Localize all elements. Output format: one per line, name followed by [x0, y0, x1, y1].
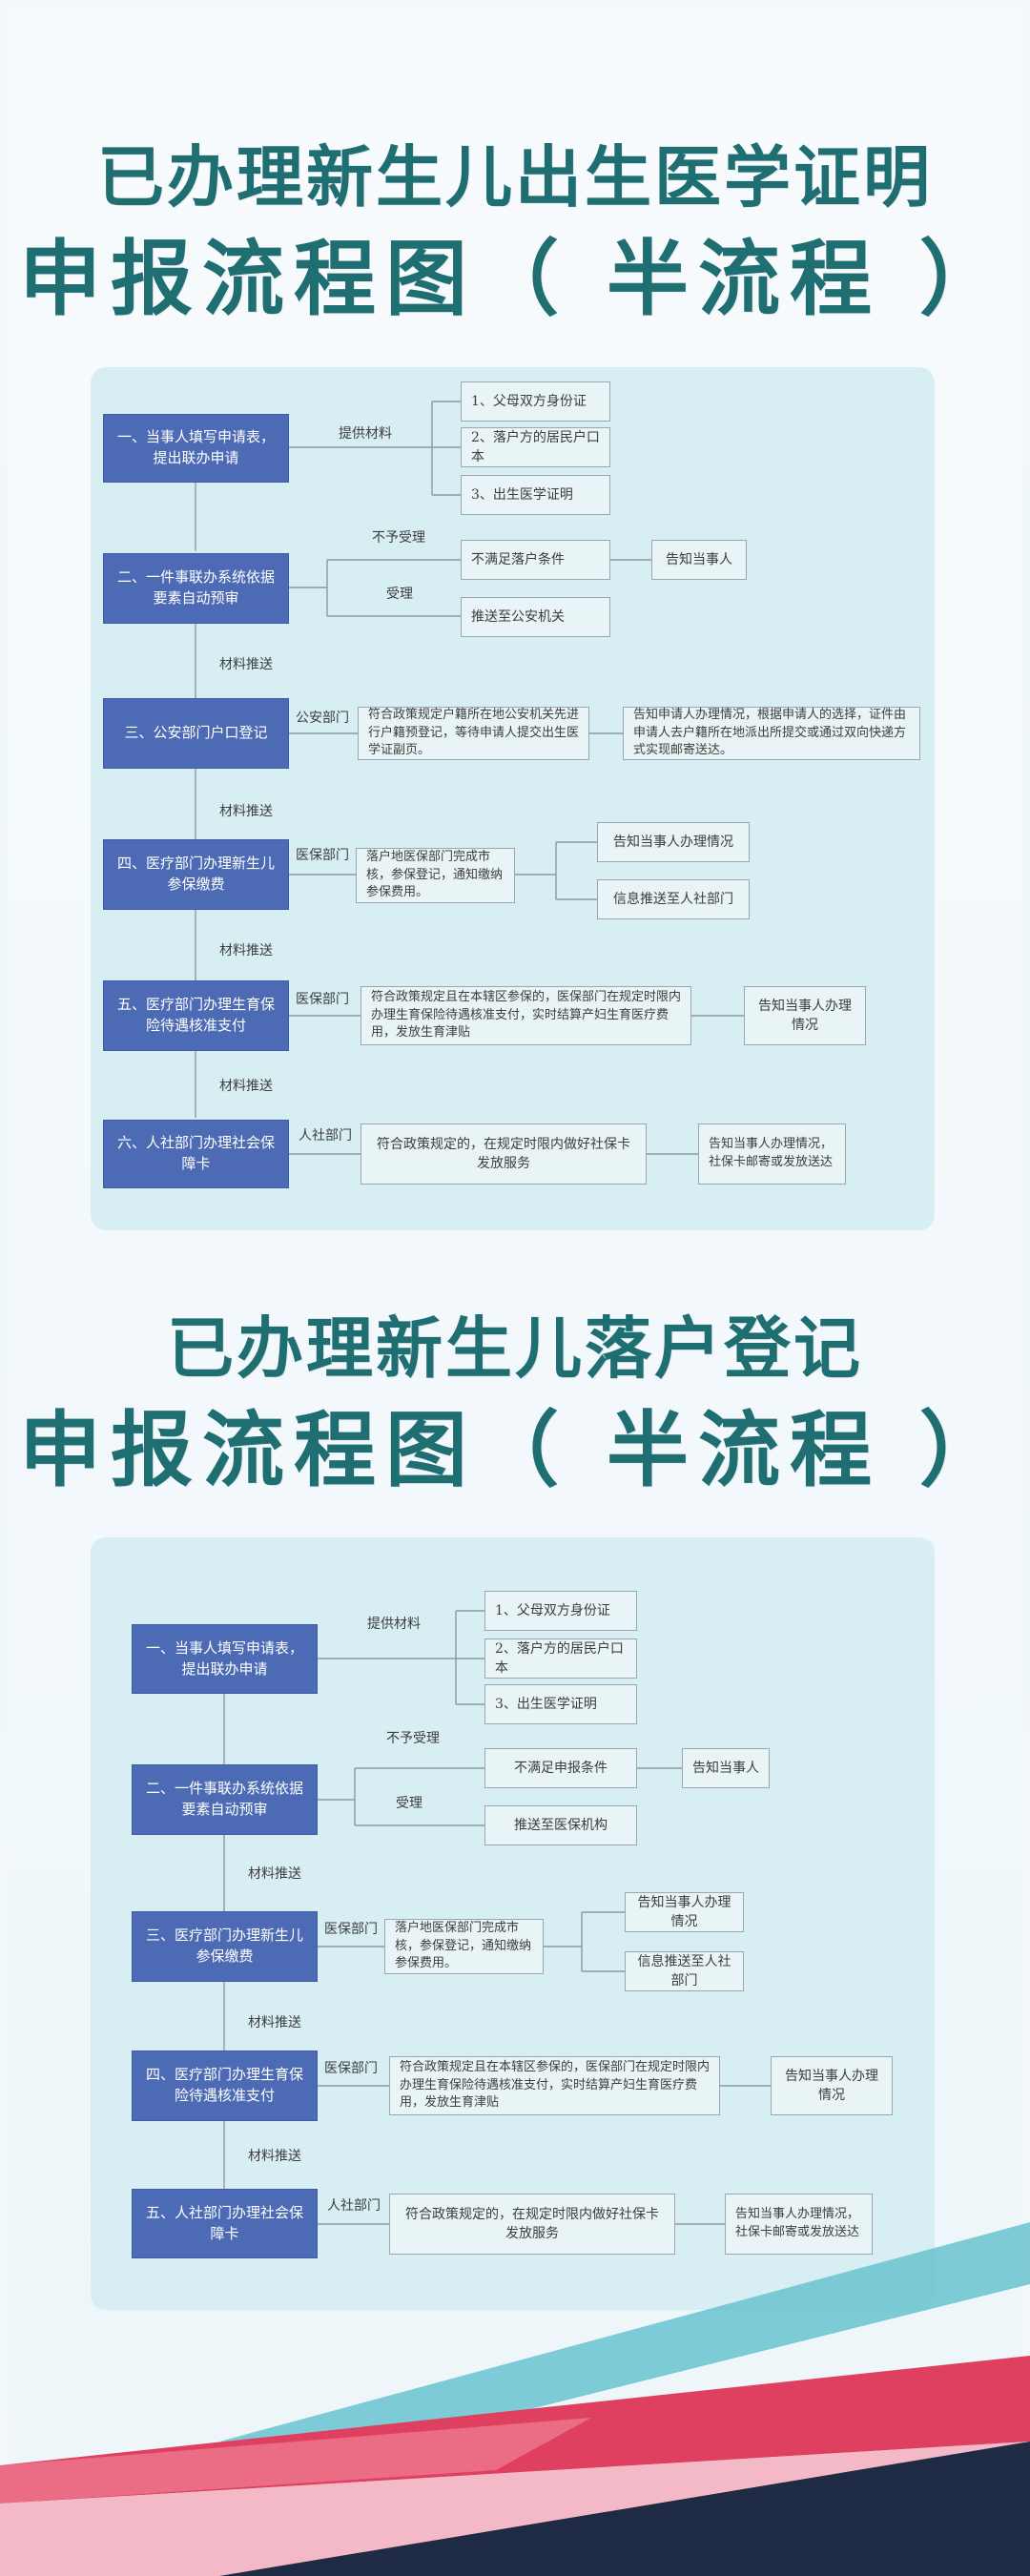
- s1-insurance-push: 信息推送至人社部门: [597, 879, 750, 919]
- s2-card-notify: 告知当事人办理情况，社保卡邮寄或发放送达: [725, 2194, 873, 2255]
- section1-title-line1: 已办理新生儿出生医学证明: [97, 138, 933, 216]
- s1-label-materials-push-1: 材料推送: [219, 657, 273, 672]
- s2-review-notify: 告知当事人: [682, 1748, 770, 1788]
- s1-label-medical-dept-1: 医保部门: [296, 848, 349, 863]
- s2-label-accepted: 受理: [396, 1796, 422, 1811]
- s2-review-not-meet: 不满足申报条件: [484, 1748, 637, 1788]
- s1-step-1: 一、当事人填写申请表，提出联办申请: [103, 414, 289, 483]
- s2-label-hr-dept: 人社部门: [327, 2198, 381, 2214]
- s2-material-2: 2、落户方的居民户口本: [484, 1638, 637, 1679]
- s1-label-medical-dept-2: 医保部门: [296, 992, 349, 1007]
- s1-insurance-notify: 告知当事人办理情况: [597, 822, 750, 862]
- s2-insurance-desc: 落户地医保部门完成市核，参保登记，通知缴纳参保费用。: [384, 1919, 544, 1974]
- s1-review-not-meet: 不满足落户条件: [461, 540, 610, 580]
- s1-police-result: 告知申请人办理情况，根据申请人的选择，证件由申请人去户籍所在地派出所提交或通过双…: [623, 707, 920, 760]
- s1-review-notify: 告知当事人: [651, 540, 747, 580]
- s2-review-push: 推送至医保机构: [484, 1805, 637, 1845]
- s2-label-medical-dept-1: 医保部门: [324, 1922, 378, 1937]
- s2-insurance-notify: 告知当事人办理情况: [625, 1892, 744, 1932]
- s1-label-police-dept: 公安部门: [296, 711, 349, 726]
- s1-label-not-accepted: 不予受理: [372, 530, 425, 546]
- s1-card-desc: 符合政策规定的，在规定时限内做好社保卡发放服务: [360, 1123, 647, 1185]
- s1-insurance-desc: 落户地医保部门完成市核，参保登记，通知缴纳参保费用。: [356, 848, 515, 903]
- s2-label-materials-push-3: 材料推送: [248, 2149, 301, 2164]
- s1-label-materials-push-2: 材料推送: [219, 804, 273, 819]
- s1-material-3: 3、出生医学证明: [461, 475, 610, 515]
- s1-step-3: 三、公安部门户口登记: [103, 698, 289, 769]
- s2-label-provide-materials: 提供材料: [367, 1617, 421, 1632]
- s1-step-5: 五、医疗部门办理生育保险待遇核准支付: [103, 980, 289, 1051]
- s1-material-2: 2、落户方的居民户口本: [461, 427, 610, 467]
- s2-maternity-notify: 告知当事人办理情况: [771, 2056, 893, 2115]
- s1-label-provide-materials: 提供材料: [339, 426, 392, 442]
- s2-label-medical-dept-2: 医保部门: [324, 2061, 378, 2076]
- s2-label-materials-push-1: 材料推送: [248, 1866, 301, 1882]
- s2-material-1: 1、父母双方身份证: [484, 1591, 637, 1631]
- s1-review-push: 推送至公安机关: [461, 597, 610, 637]
- s2-step-3: 三、医疗部门办理新生儿参保缴费: [132, 1911, 318, 1982]
- s2-label-materials-push-2: 材料推送: [248, 2015, 301, 2030]
- s2-step-4: 四、医疗部门办理生育保险待遇核准支付: [132, 2050, 318, 2121]
- s1-step-4: 四、医疗部门办理新生儿参保缴费: [103, 839, 289, 910]
- s2-step-5: 五、人社部门办理社会保障卡: [132, 2189, 318, 2258]
- s2-label-not-accepted: 不予受理: [386, 1731, 440, 1746]
- s2-maternity-desc: 符合政策规定且在本辖区参保的，医保部门在规定时限内办理生育保险待遇核准支付，实时…: [389, 2056, 720, 2115]
- s1-maternity-notify: 告知当事人办理情况: [744, 986, 866, 1045]
- section2-title-line2: 申报流程图（ 半流程 ）: [19, 1403, 1011, 1498]
- s1-label-accepted: 受理: [386, 587, 413, 602]
- s1-police-desc: 符合政策规定户籍所在地公安机关先进行户籍预登记，等待申请人提交出生医学证副页。: [358, 707, 589, 760]
- s1-step-6: 六、人社部门办理社会保障卡: [103, 1120, 289, 1188]
- s1-step-2: 二、一件事联办系统依据要素自动预审: [103, 553, 289, 624]
- s1-label-hr-dept: 人社部门: [299, 1128, 352, 1144]
- s1-material-1: 1、父母双方身份证: [461, 381, 610, 422]
- s1-label-materials-push-4: 材料推送: [219, 1079, 273, 1094]
- section2-title-line1: 已办理新生儿落户登记: [167, 1309, 863, 1388]
- s2-insurance-push: 信息推送至人社部门: [625, 1951, 744, 1991]
- s2-card-desc: 符合政策规定的，在规定时限内做好社保卡发放服务: [389, 2194, 675, 2255]
- s2-step-1: 一、当事人填写申请表，提出联办申请: [132, 1624, 318, 1694]
- s1-maternity-desc: 符合政策规定且在本辖区参保的，医保部门在规定时限内办理生育保险待遇核准支付，实时…: [360, 986, 691, 1045]
- s1-card-notify: 告知当事人办理情况，社保卡邮寄或发放送达: [698, 1123, 846, 1185]
- s2-material-3: 3、出生医学证明: [484, 1684, 637, 1724]
- s2-step-2: 二、一件事联办系统依据要素自动预审: [132, 1764, 318, 1835]
- s1-label-materials-push-3: 材料推送: [219, 943, 273, 958]
- section1-title-line2: 申报流程图（ 半流程 ）: [19, 232, 1011, 327]
